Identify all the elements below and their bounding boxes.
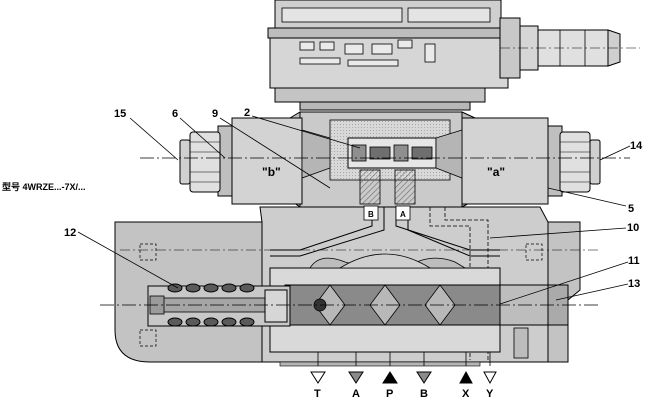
callout-9: 9 [212,108,218,120]
centering-spring [147,283,291,327]
solenoid-b-nut [179,131,221,193]
callout-15: 15 [114,108,126,120]
port-b-symbol [416,371,432,384]
solenoid-b-label: "b" [262,165,281,179]
solenoid-a-label: "a" [487,165,505,179]
pilot-port-b-label: B [368,210,374,219]
leader-lines [77,115,631,305]
electrical-connector [499,17,640,79]
port-y-symbol [483,371,497,385]
callout-13: 13 [628,278,640,290]
port-p-label: P [386,388,393,400]
ports-block [279,352,491,367]
solenoid-a-nut [559,131,601,193]
callout-6: 6 [172,108,178,120]
solenoid-a [435,117,601,205]
port-p-symbol [382,371,398,384]
port-a-symbol [348,371,364,384]
pilot-port-a-label: A [400,210,406,219]
electronics-housing [267,0,509,111]
callout-14: 14 [630,140,643,152]
port-t-symbol [310,371,326,384]
circuit-components [299,39,436,67]
pilot-spool [351,144,433,162]
callout-2: 2 [244,107,250,119]
port-t-label: T [314,388,321,400]
callout-11: 11 [628,255,640,267]
model-text: 型号 4WRZE...-7X/... [2,181,86,192]
port-b-label: B [420,388,428,400]
callout-10: 10 [627,222,639,234]
port-x-label: X [462,388,470,400]
port-y-label: Y [486,388,494,400]
callout-12: 12 [64,227,76,239]
port-a-label: A [352,388,360,400]
callout-5: 5 [628,203,634,215]
port-x-symbol [459,370,473,384]
